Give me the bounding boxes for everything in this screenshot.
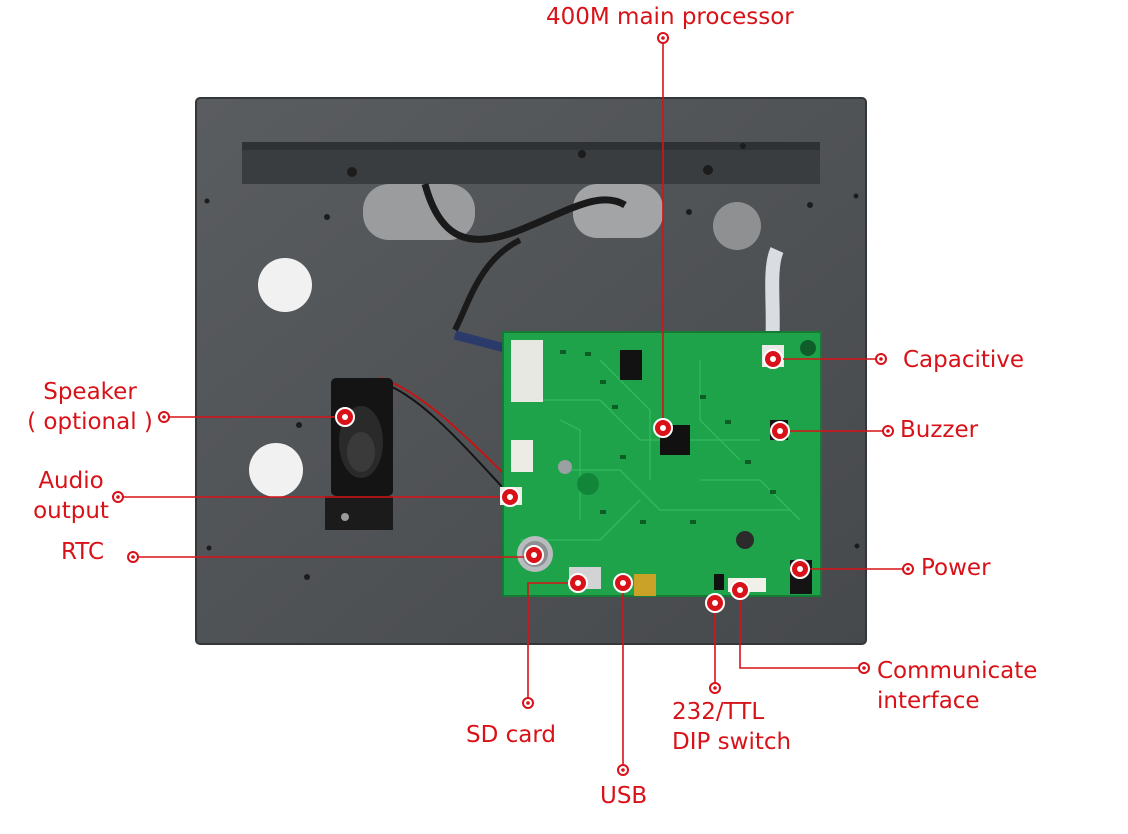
label-communicate-line2: interface [877,688,980,714]
label-power: Power [921,555,991,581]
label-sd-card: SD card [466,722,557,748]
marker-communicate [730,580,870,674]
marker-usb [613,573,633,776]
marker-speaker [158,407,355,427]
marker-sd-card [522,573,588,709]
label-communicate-interface: Communicate interface [877,656,1037,716]
label-audio-output: Audio output [28,466,114,526]
label-communicate-line1: Communicate [877,658,1038,684]
label-speaker-line2: ( optional ) [27,409,153,435]
label-speaker-line1: Speaker [43,379,137,405]
marker-capacitive [763,349,887,369]
marker-audio [112,487,520,507]
label-speaker-optional: Speaker ( optional ) [20,377,160,437]
marker-buzzer [770,421,894,441]
marker-power [790,559,914,579]
label-dip-line1: 232/TTL [672,699,765,725]
callout-lines [118,38,908,770]
label-usb: USB [600,783,648,809]
label-buzzer: Buzzer [900,417,979,443]
main-pcb [500,331,822,597]
label-dip-switch: 232/TTL DIP switch [672,697,791,757]
label-audio-line2: output [33,498,109,524]
marker-rtc [127,545,544,565]
leader-sd-card [527,582,578,703]
label-rtc: RTC [61,539,105,565]
marker-processor [653,32,673,438]
marker-dip-switch [705,593,725,694]
label-400m-main-processor: 400M main processor [546,4,794,30]
label-dip-line2: DIP switch [672,729,792,755]
label-audio-line1: Audio [38,468,104,494]
speaker-module [325,378,393,530]
callout-markers [112,32,914,776]
label-capacitive: Capacitive [903,347,1025,373]
leader-communicate [739,590,864,669]
